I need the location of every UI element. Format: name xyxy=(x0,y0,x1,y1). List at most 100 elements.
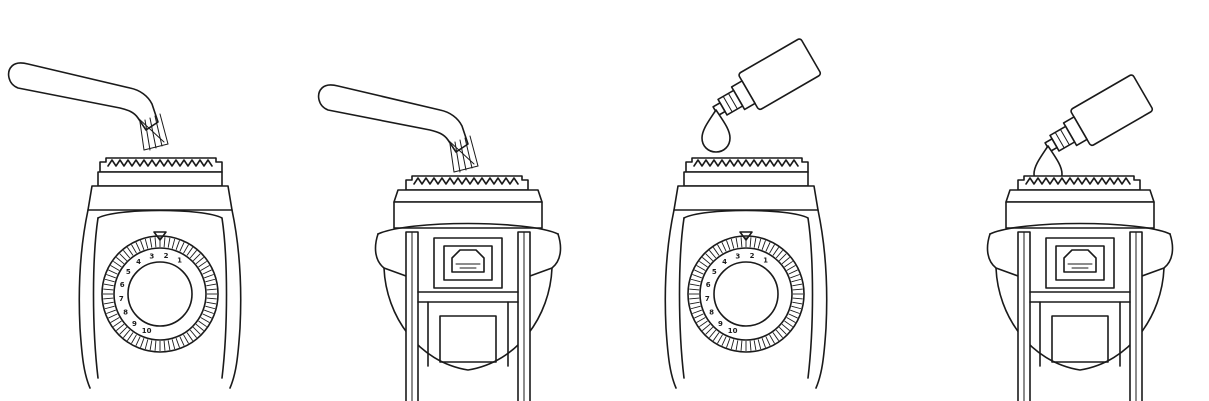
dial-tick xyxy=(696,265,706,271)
dial-tick xyxy=(709,250,717,259)
dial-tick xyxy=(699,260,708,268)
brush-icon xyxy=(317,84,479,173)
dial-number: 8 xyxy=(709,309,714,317)
dial-tick xyxy=(149,340,153,351)
dial-tick xyxy=(757,339,762,350)
dial-tick xyxy=(791,305,802,310)
dial-tick xyxy=(765,242,771,252)
dial-tick xyxy=(689,288,700,291)
dial-tick xyxy=(784,260,793,268)
dial-tick xyxy=(694,313,704,319)
dial-tick xyxy=(761,338,766,348)
dial-tick xyxy=(788,313,798,319)
dial-tick xyxy=(171,339,176,350)
dial-tick xyxy=(106,309,116,314)
dial-tick xyxy=(705,253,714,262)
dial-tick xyxy=(204,274,214,279)
dial-tick xyxy=(110,265,120,271)
dial-tick xyxy=(119,253,128,262)
dial-tick xyxy=(735,237,739,248)
dial-tick xyxy=(769,334,775,344)
dial-tick xyxy=(126,332,134,341)
dial-tick xyxy=(205,305,216,310)
dial-number: 2 xyxy=(750,252,755,260)
dial-tick xyxy=(116,257,125,265)
dial-tick xyxy=(696,317,706,323)
dial-tick xyxy=(104,305,115,310)
dial-tick xyxy=(689,301,700,305)
dial-tick xyxy=(702,257,711,265)
dial-tick xyxy=(123,250,131,259)
dial-tick xyxy=(202,313,212,319)
dial-tick xyxy=(163,340,166,351)
dial-tick xyxy=(189,250,197,259)
dial-tick xyxy=(119,326,128,335)
dial-tick xyxy=(103,288,114,291)
dial-tick xyxy=(740,340,743,351)
dial-tick xyxy=(689,283,700,287)
dial-tick xyxy=(786,265,796,271)
dial-number: 3 xyxy=(149,252,154,260)
trimmer-rear-view xyxy=(376,176,561,401)
dial-tick xyxy=(761,240,766,250)
panel-3-oil-front xyxy=(665,37,826,388)
dial-tick xyxy=(108,313,118,319)
brush-icon xyxy=(7,62,169,151)
dial-tick xyxy=(791,278,802,283)
dial-number: 2 xyxy=(164,252,169,260)
dial-tick xyxy=(108,269,118,275)
dial-tick xyxy=(792,288,803,291)
dial-tick xyxy=(149,237,153,248)
trimmer-front-view xyxy=(79,158,240,388)
oil-bottle-icon xyxy=(1033,73,1155,189)
dial-tick xyxy=(198,320,207,328)
dial-tick xyxy=(202,269,212,275)
dial-tick xyxy=(775,329,783,338)
dial-number: 4 xyxy=(136,258,141,266)
dial-tick xyxy=(778,253,787,262)
dial-tick xyxy=(753,237,757,248)
dial-tick xyxy=(712,247,720,256)
dial-tick xyxy=(784,320,793,328)
dial-tick xyxy=(179,336,185,346)
dial-tick xyxy=(126,247,134,256)
dial-number: 4 xyxy=(722,258,727,266)
dial-tick xyxy=(103,283,114,287)
dial-tick xyxy=(183,244,189,254)
dial-tick xyxy=(699,320,708,328)
dial-tick xyxy=(786,317,796,323)
dial-tick xyxy=(692,309,702,314)
dial-tick xyxy=(709,329,717,338)
dial-tick xyxy=(790,309,800,314)
dial-number: 1 xyxy=(177,257,182,265)
dial-tick xyxy=(206,301,217,305)
panel-1-brush-front xyxy=(7,62,241,388)
dial-tick xyxy=(179,242,185,252)
dial-tick xyxy=(192,253,201,262)
dial-tick xyxy=(753,340,757,351)
dial-tick xyxy=(690,278,701,283)
dial-tick xyxy=(135,336,141,346)
trimmer-rear-view xyxy=(988,176,1173,401)
dial-tick xyxy=(702,323,711,331)
dial-tick xyxy=(144,339,149,350)
dial-tick xyxy=(189,329,197,338)
dial-tick xyxy=(730,238,735,249)
dial-tick xyxy=(206,297,217,300)
dial-tick xyxy=(721,242,727,252)
dial-number: 1 xyxy=(763,257,768,265)
dial-tick xyxy=(206,288,217,291)
dial-tick xyxy=(735,340,739,351)
dial-number: 7 xyxy=(705,295,710,303)
dial-tick xyxy=(175,240,180,250)
dial-tick xyxy=(103,297,114,300)
dial-tick xyxy=(104,278,115,283)
oil-bottle-icon xyxy=(701,37,823,153)
dial-tick xyxy=(163,237,166,248)
dial-tick xyxy=(167,340,171,351)
dial-number: 3 xyxy=(735,252,740,260)
dial-tick xyxy=(705,326,714,335)
dial-tick xyxy=(781,323,790,331)
